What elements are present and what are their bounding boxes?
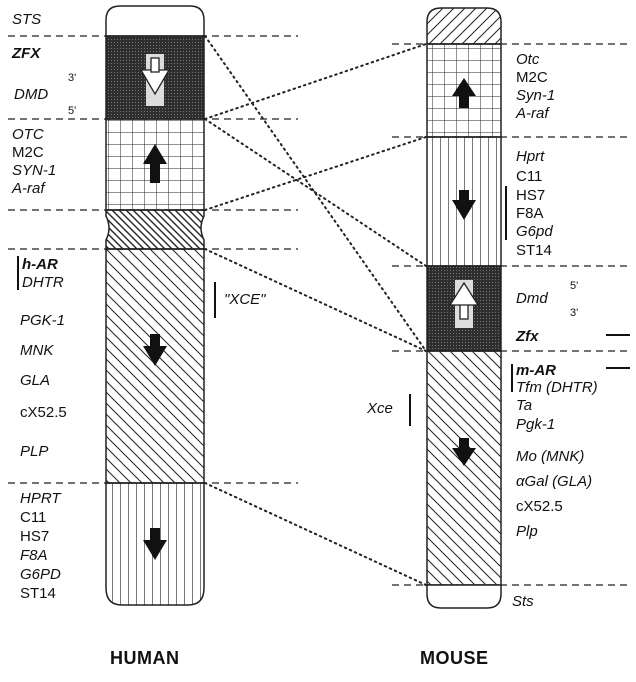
human-gene-st14: ST14 [20,585,56,602]
mouse-gene-syn1: Syn-1 [516,87,555,104]
mouse-locus-xce: Xce [367,400,393,417]
mouse-gene-zfx: Zfx [516,328,539,345]
mouse-gene-agal: αGal (GLA) [516,473,592,490]
human-gene-m2c: M2C [12,144,44,161]
human-gene-c11: C11 [20,509,46,526]
mouse-gene-ta: Ta [516,397,532,414]
mouse-dmd-3prime: 3' [570,307,578,319]
mouse-gene-g6pd: G6pd [516,223,553,240]
human-centromere [106,210,204,249]
mouse-dmd-5prime: 5' [570,280,578,292]
human-gene-dmd: DMD [14,86,48,103]
mouse-gene-araf: A-raf [516,105,549,122]
human-gene-g6pd: G6PD [20,566,61,583]
human-gene-hprt: HPRT [20,490,61,507]
mouse-cap-top [427,8,501,44]
connector-2 [205,119,426,266]
mouse-gene-hprt: Hprt [516,148,544,165]
human-dmd-5prime: 5' [68,105,76,117]
mouse-gene-m2c: M2C [516,69,548,86]
human-gene-hs7: HS7 [20,528,49,545]
human-gene-plp: PLP [20,443,48,460]
human-cap-top [106,6,204,36]
mouse-gene-plp: Plp [516,523,538,540]
human-title: HUMAN [110,648,180,669]
mouse-gene-cx52: cX52.5 [516,498,563,515]
human-gene-f8a: F8A [20,547,48,564]
human-gene-zfx: ZFX [12,45,40,62]
human-gene-pgk1: PGK-1 [20,312,65,329]
human-dmd-3prime: 3' [68,72,76,84]
human-locus-xce: "XCE" [224,291,266,308]
human-chromosome [106,6,204,605]
human-gene-araf: A-raf [12,180,45,197]
connector-3 [205,44,426,119]
mouse-gene-otc: Otc [516,51,539,68]
mouse-gene-hs7: HS7 [516,187,545,204]
human-gene-cx52: cX52.5 [20,404,67,421]
human-gene-har: h-AR [22,256,58,273]
human-gene-dhtr: DHTR [22,274,64,291]
mouse-gene-c11: C11 [516,168,542,185]
human-gene-otc: OTC [12,126,44,143]
mouse-gene-dmd: Dmd [516,290,548,307]
mouse-ar-block [427,351,501,585]
human-gene-syn1: SYN-1 [12,162,56,179]
mouse-gene-f8a: F8A [516,205,544,222]
human-gene-sts: STS [12,11,41,28]
mouse-gene-sts: Sts [512,593,534,610]
human-gene-mnk: MNK [20,342,53,359]
mouse-gene-tfm: Tfm (DHTR) [516,379,598,396]
mouse-title: MOUSE [420,648,489,669]
human-gene-gla: GLA [20,372,50,389]
mouse-cap-bottom [427,585,501,608]
connector-4 [205,137,426,210]
mouse-gene-mo: Mo (MNK) [516,448,584,465]
mouse-gene-pgk1: Pgk-1 [516,416,555,433]
homology-connectors [205,36,426,585]
mouse-chromosome [427,8,501,608]
mouse-gene-st14: ST14 [516,242,552,259]
connector-6 [205,483,426,585]
mouse-gene-mar: m-AR [516,362,556,379]
